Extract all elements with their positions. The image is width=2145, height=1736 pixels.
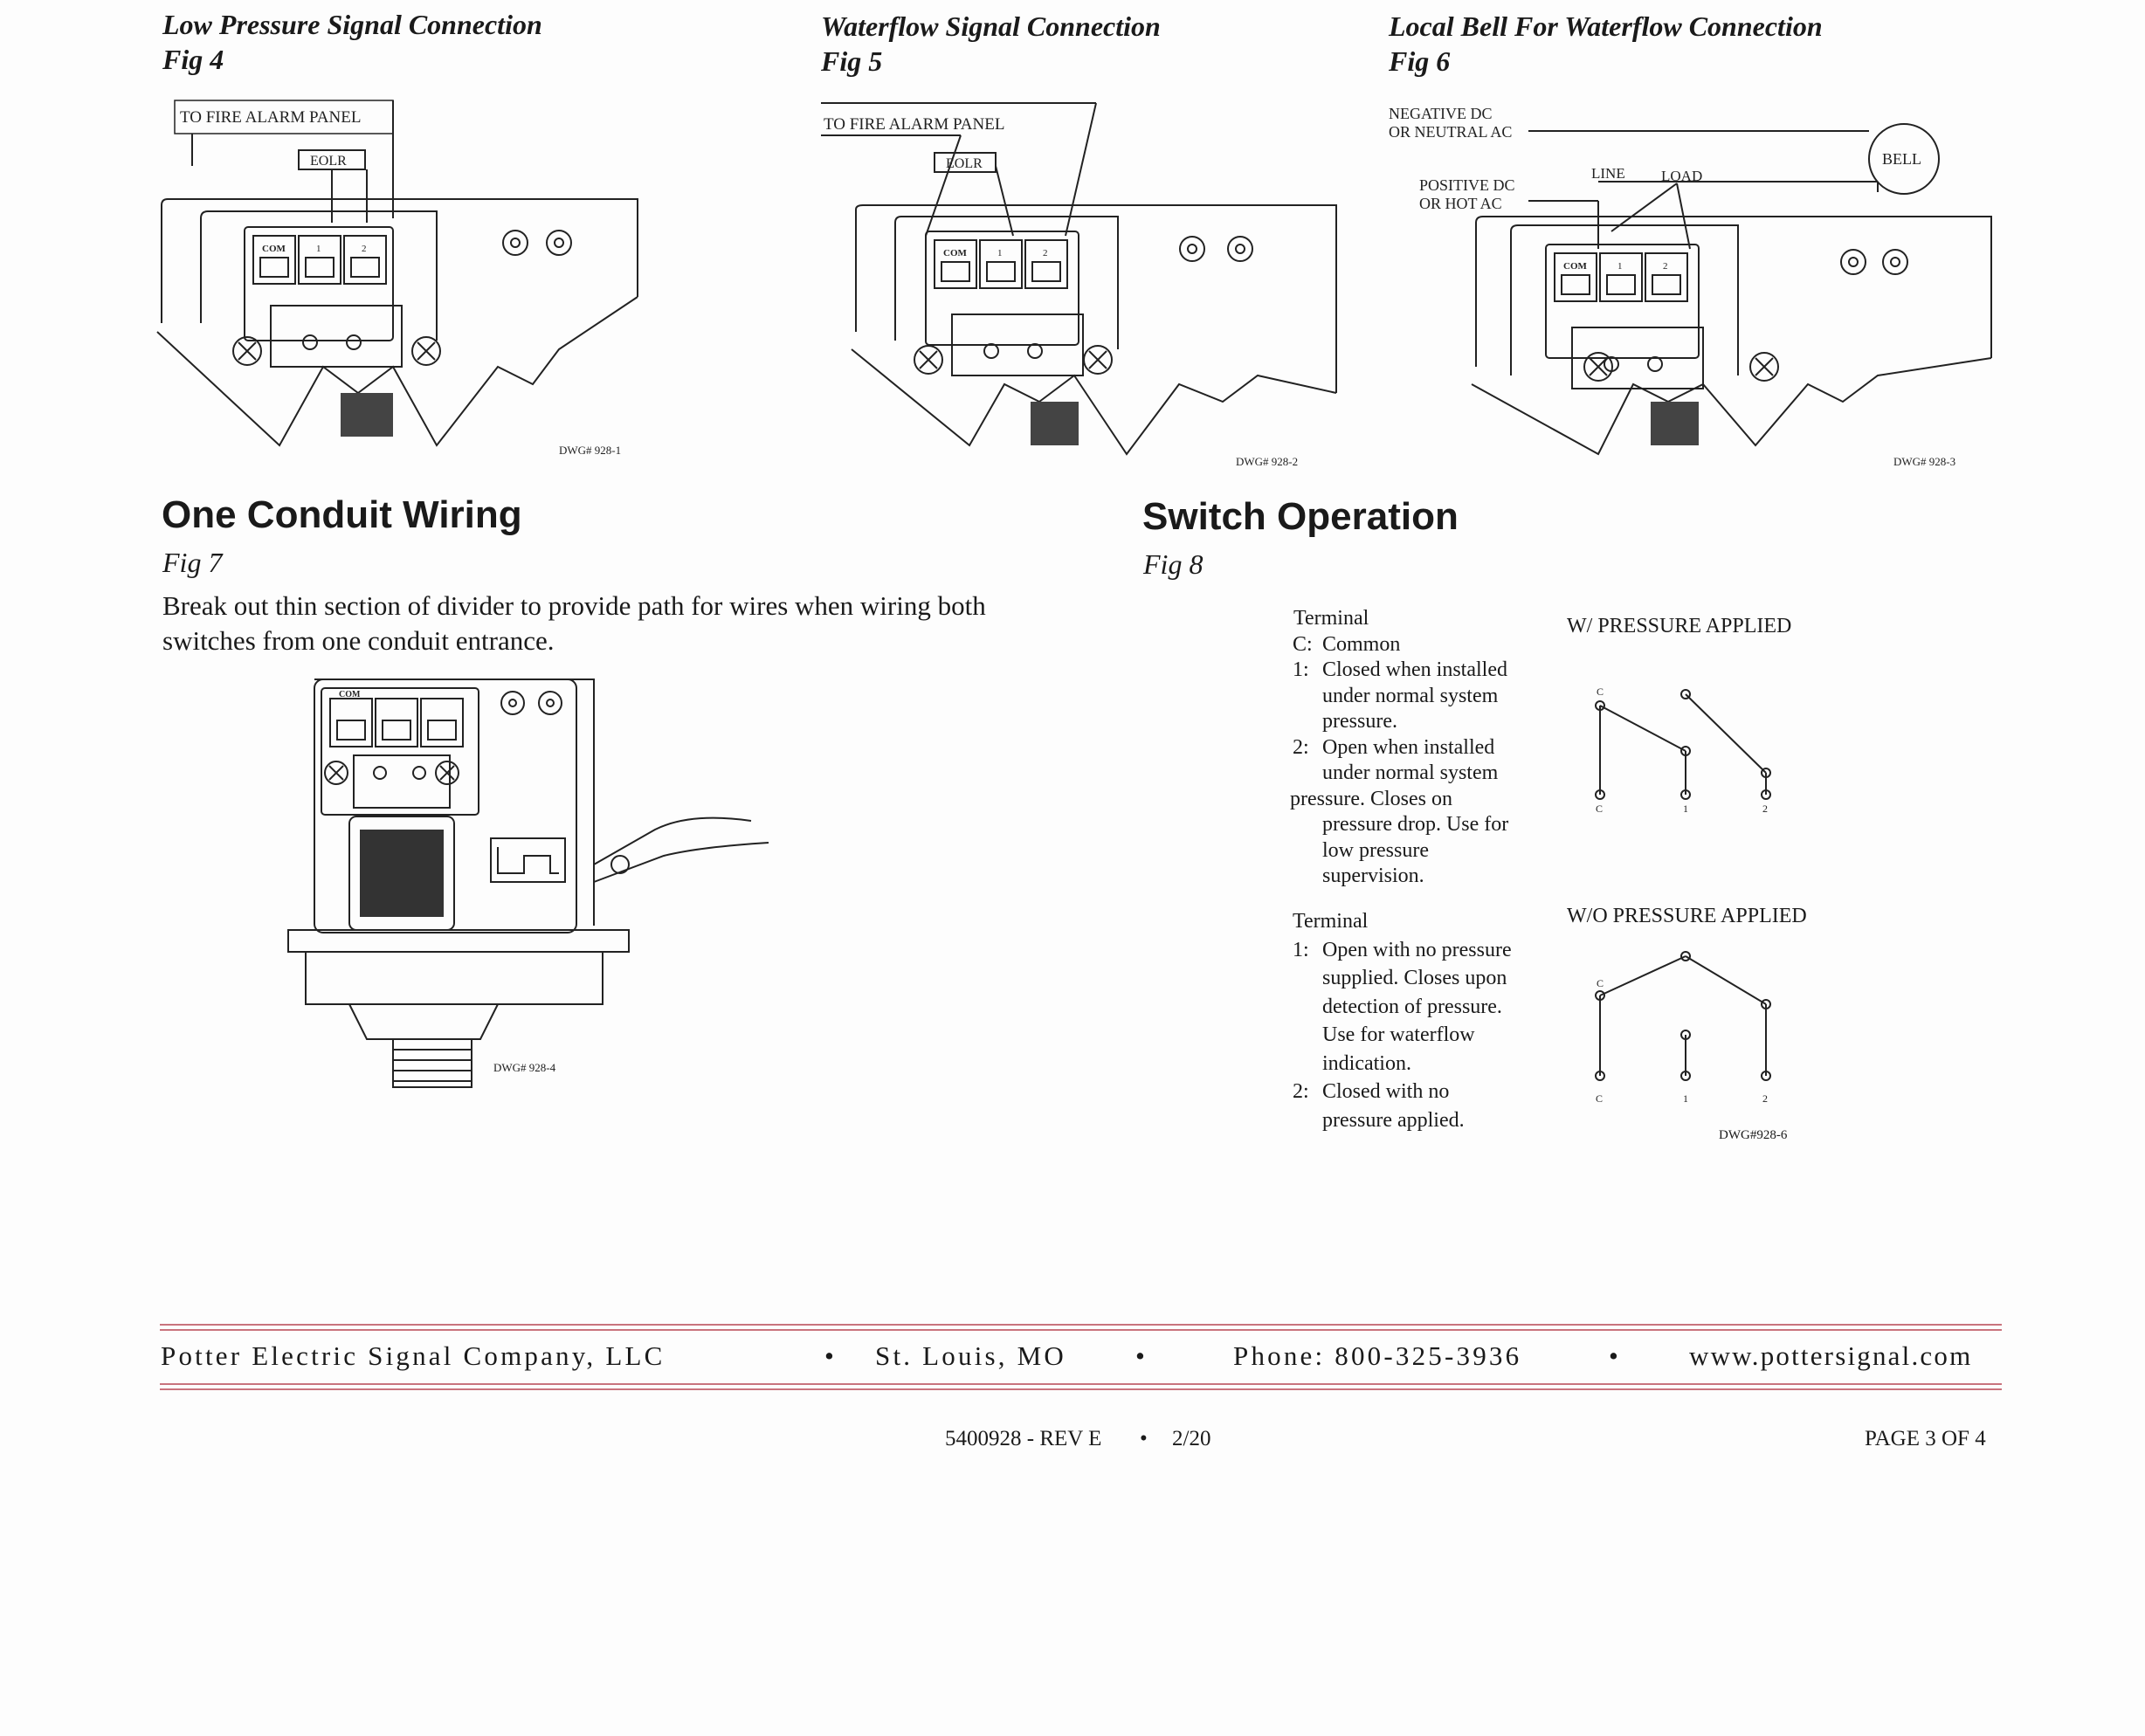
list-item: under normal system — [1322, 761, 1499, 784]
fig8-dwg-number: DWG#928-6 — [1719, 1128, 1788, 1142]
footer-bullet: • — [1135, 1340, 1148, 1371]
fig6-load-label: LOAD — [1661, 168, 1702, 184]
fig7-conduit-diagram: COM — [287, 679, 769, 1088]
fig4-t2-label: 2 — [362, 244, 367, 254]
fig4-title: Low Pressure Signal Connection — [162, 9, 542, 40]
footer-bullet: • — [1609, 1340, 1622, 1371]
footer-bullet: • — [1140, 1427, 1148, 1450]
with-pressure-label: W/ PRESSURE APPLIED — [1567, 615, 1792, 637]
without-pressure-label: W/O PRESSURE APPLIED — [1567, 905, 1807, 927]
footer-bullet: • — [824, 1340, 838, 1371]
fig6-bell-label: BELL — [1882, 150, 1921, 168]
fig6-negative-line2: OR NEUTRAL AC — [1389, 123, 1512, 141]
list-item: pressure drop. Use for — [1322, 813, 1509, 836]
footer-divider-bottom-2 — [160, 1388, 2002, 1390]
fig6-number: Fig 6 — [1389, 45, 1451, 77]
list-item: 1:Closed when installed — [1293, 658, 1507, 681]
footer-divider-bottom — [160, 1383, 2002, 1385]
wop-common-top-label: C — [1597, 977, 1604, 989]
fig6-wiring-diagram: NEGATIVE DC OR NEUTRAL AC POSITIVE DC OR… — [1389, 105, 1992, 468]
fig6-title: Local Bell For Waterflow Connection — [1389, 10, 1823, 42]
footer-phone: Phone: 800-325-3936 — [1233, 1340, 1522, 1371]
wop-common-label: C — [1596, 1092, 1603, 1105]
list-item: indication. — [1322, 1051, 1411, 1075]
fig5-panel-label: TO FIRE ALARM PANEL — [824, 115, 1004, 134]
fig7-number: Fig 7 — [162, 547, 223, 578]
fig6-com-label: COM — [1563, 261, 1588, 272]
fig4-eolr-label: EOLR — [310, 154, 347, 169]
list-item: 2:Open when installed — [1293, 735, 1495, 759]
list-item: supplied. Closes upon — [1322, 967, 1507, 989]
fig7-dwg-number: DWG# 928-4 — [493, 1061, 556, 1074]
fig5-t1-label: 1 — [997, 248, 1003, 258]
terminal-group-2: Terminal 1:Open with no pressure supplie… — [1293, 907, 1572, 1134]
fig5-t2-label: 2 — [1043, 248, 1048, 258]
list-item: pressure. Closes on — [1290, 787, 1452, 810]
list-item: supervision. — [1322, 865, 1424, 887]
terminal-group-1: Terminal C:Common 1:Closed when installe… — [1290, 606, 1572, 890]
fig6-line-label: LINE — [1591, 165, 1625, 182]
footer-website[interactable]: www.pottersignal.com — [1689, 1340, 1973, 1371]
one-conduit-heading: One Conduit Wiring — [162, 493, 522, 536]
fig6-t1-label: 1 — [1617, 261, 1623, 272]
fig4-t1-label: 1 — [316, 244, 321, 254]
fig4-dwg-number: DWG# 928-1 — [559, 444, 621, 457]
fig5-com-label: COM — [943, 248, 968, 258]
switch-contact-diagram: C C 1 2 C C 1 2 — [1595, 685, 1771, 1105]
list-item: 1:Open with no pressure — [1293, 938, 1512, 961]
page-number: PAGE 3 OF 4 — [1865, 1427, 1986, 1450]
fig5-dwg-number: DWG# 928-2 — [1236, 455, 1298, 468]
list-item: C:Common — [1293, 632, 1401, 656]
fig6-positive-line1: POSITIVE DC — [1419, 176, 1515, 194]
list-item: Use for waterflow — [1322, 1023, 1475, 1046]
wp-common-top-label: C — [1597, 685, 1604, 698]
fig6-t2-label: 2 — [1663, 261, 1668, 272]
list-item: detection of pressure. — [1322, 995, 1502, 1018]
fig5-wiring-diagram: TO FIRE ALARM PANEL EOLR COM 1 2 DWG# 92… — [821, 102, 1337, 468]
document-number: 5400928 - REV E — [945, 1427, 1102, 1450]
fig6-dwg-number: DWG# 928-3 — [1893, 455, 1955, 468]
fig4-com-label: COM — [262, 244, 286, 254]
fig4-wiring-diagram: TO FIRE ALARM PANEL EOLR COM 1 2 DWG# 92… — [156, 100, 638, 457]
switch-operation-heading: Switch Operation — [1142, 495, 1459, 538]
fig6-negative-line1: NEGATIVE DC — [1389, 105, 1493, 122]
footer-company: Potter Electric Signal Company, LLC — [161, 1340, 666, 1371]
fig7-com-label: COM — [339, 690, 361, 699]
fig6-positive-line2: OR HOT AC — [1419, 195, 1502, 212]
wop-terminal-1-label: 1 — [1683, 1092, 1688, 1105]
footer-divider-top — [160, 1324, 2002, 1326]
terminal-group-2-title: Terminal — [1293, 910, 1369, 933]
fig4-panel-label: TO FIRE ALARM PANEL — [180, 108, 361, 127]
revision-date: 2/20 — [1172, 1427, 1211, 1450]
footer-divider-top-2 — [160, 1329, 2002, 1331]
list-item: pressure applied. — [1322, 1108, 1465, 1132]
terminal-group-1-title: Terminal — [1293, 607, 1369, 630]
fig5-number: Fig 5 — [821, 45, 883, 77]
fig4-number: Fig 4 — [162, 44, 224, 75]
wp-terminal-1-label: 1 — [1683, 803, 1688, 815]
wp-terminal-2-label: 2 — [1762, 803, 1768, 815]
list-item: low pressure — [1322, 838, 1429, 862]
wp-common-label: C — [1596, 803, 1603, 815]
fig8-number: Fig 8 — [1143, 548, 1204, 580]
wop-terminal-2-label: 2 — [1762, 1092, 1768, 1105]
fig7-description: Break out thin section of divider to pro… — [162, 590, 986, 656]
fig5-eolr-label: EOLR — [946, 156, 983, 171]
footer-city: St. Louis, MO — [875, 1340, 1067, 1371]
list-item: pressure. — [1322, 710, 1397, 733]
fig5-title: Waterflow Signal Connection — [821, 10, 1161, 42]
list-item: under normal system — [1322, 684, 1499, 707]
list-item: 2:Closed with no — [1293, 1080, 1450, 1103]
